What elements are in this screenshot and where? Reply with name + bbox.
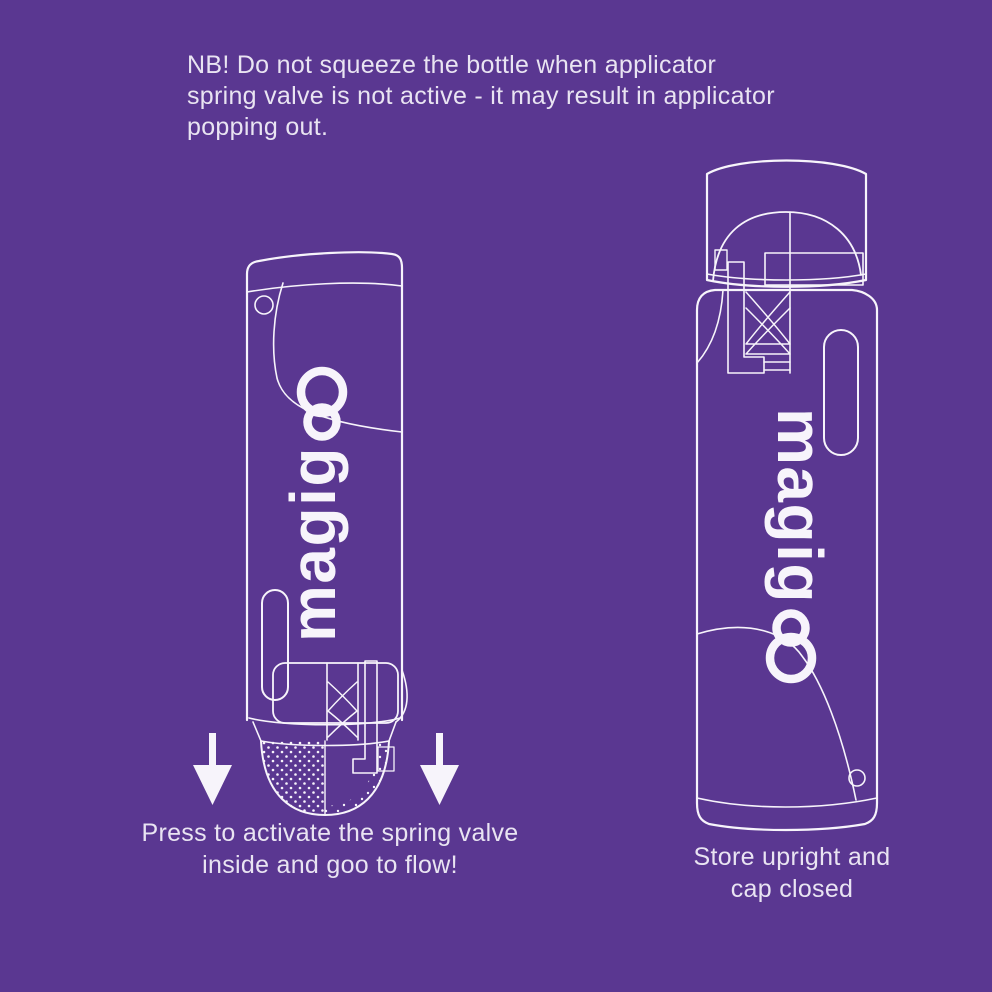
cap-rim-line <box>706 273 867 281</box>
shoulder-seam <box>248 717 401 726</box>
logo-text: magig <box>277 446 349 642</box>
logo-magigoo: magig <box>764 408 836 684</box>
logo-big-o <box>296 366 348 418</box>
right-caption-line-1: Store upright and <box>693 843 891 871</box>
warning-note: NB! Do not squeeze the bottle when appli… <box>187 50 877 143</box>
seal-block-dotted <box>377 746 395 772</box>
valve-carrier-block <box>764 252 864 286</box>
ball-dotted-rim <box>325 741 389 815</box>
valve-stem-hatched <box>352 660 378 774</box>
left-caption: Press to activate the spring valve insid… <box>80 817 580 881</box>
valve-housing-dividers <box>326 662 359 741</box>
label-curve <box>696 626 857 801</box>
right-caption-line-2: cap closed <box>730 875 854 903</box>
side-grip-pill <box>823 329 859 456</box>
spring-coils <box>745 291 791 371</box>
valve-housing <box>272 662 399 724</box>
right-caption: Store upright and cap closed <box>637 841 947 905</box>
warning-note-line-1: NB! Do not squeeze the bottle when appli… <box>187 51 717 79</box>
vent-hole <box>848 769 866 787</box>
logo-big-o <box>765 632 817 684</box>
left-caption-line-1: Press to activate the spring valve <box>141 819 519 847</box>
logo-small-o <box>303 403 341 441</box>
bottle-body-outline <box>695 288 879 832</box>
vent-hole <box>254 295 274 315</box>
bottle-base-seam <box>246 282 403 293</box>
upright-bottle-illustration: magig <box>695 159 879 832</box>
down-arrow-left <box>193 733 232 805</box>
latch-detail <box>714 249 728 271</box>
warning-note-line-2: spring valve is not active - it may resu… <box>187 82 775 110</box>
valve-stem-hatched <box>727 261 765 374</box>
left-caption-line-2: inside and goo to flow! <box>202 851 458 879</box>
nozzle-outer-wall <box>395 669 408 723</box>
side-grip-pill <box>261 589 289 701</box>
spring-coils <box>327 681 358 738</box>
logo-text: magig <box>764 408 836 604</box>
shoulder-curve <box>696 289 724 364</box>
bottle-body-outline <box>245 251 404 722</box>
warning-note-line-3: popping out. <box>187 113 329 141</box>
upside-down-bottle-illustration: magig <box>193 251 459 816</box>
ball-dotted-half <box>261 741 325 815</box>
applicator-dome <box>712 211 862 282</box>
base-seam <box>696 797 878 808</box>
label-curve <box>272 282 403 433</box>
down-arrow-right <box>420 733 459 805</box>
logo-small-o <box>772 609 810 647</box>
logo-magigoo: magig <box>277 366 349 642</box>
ribbed-cap <box>705 159 868 288</box>
